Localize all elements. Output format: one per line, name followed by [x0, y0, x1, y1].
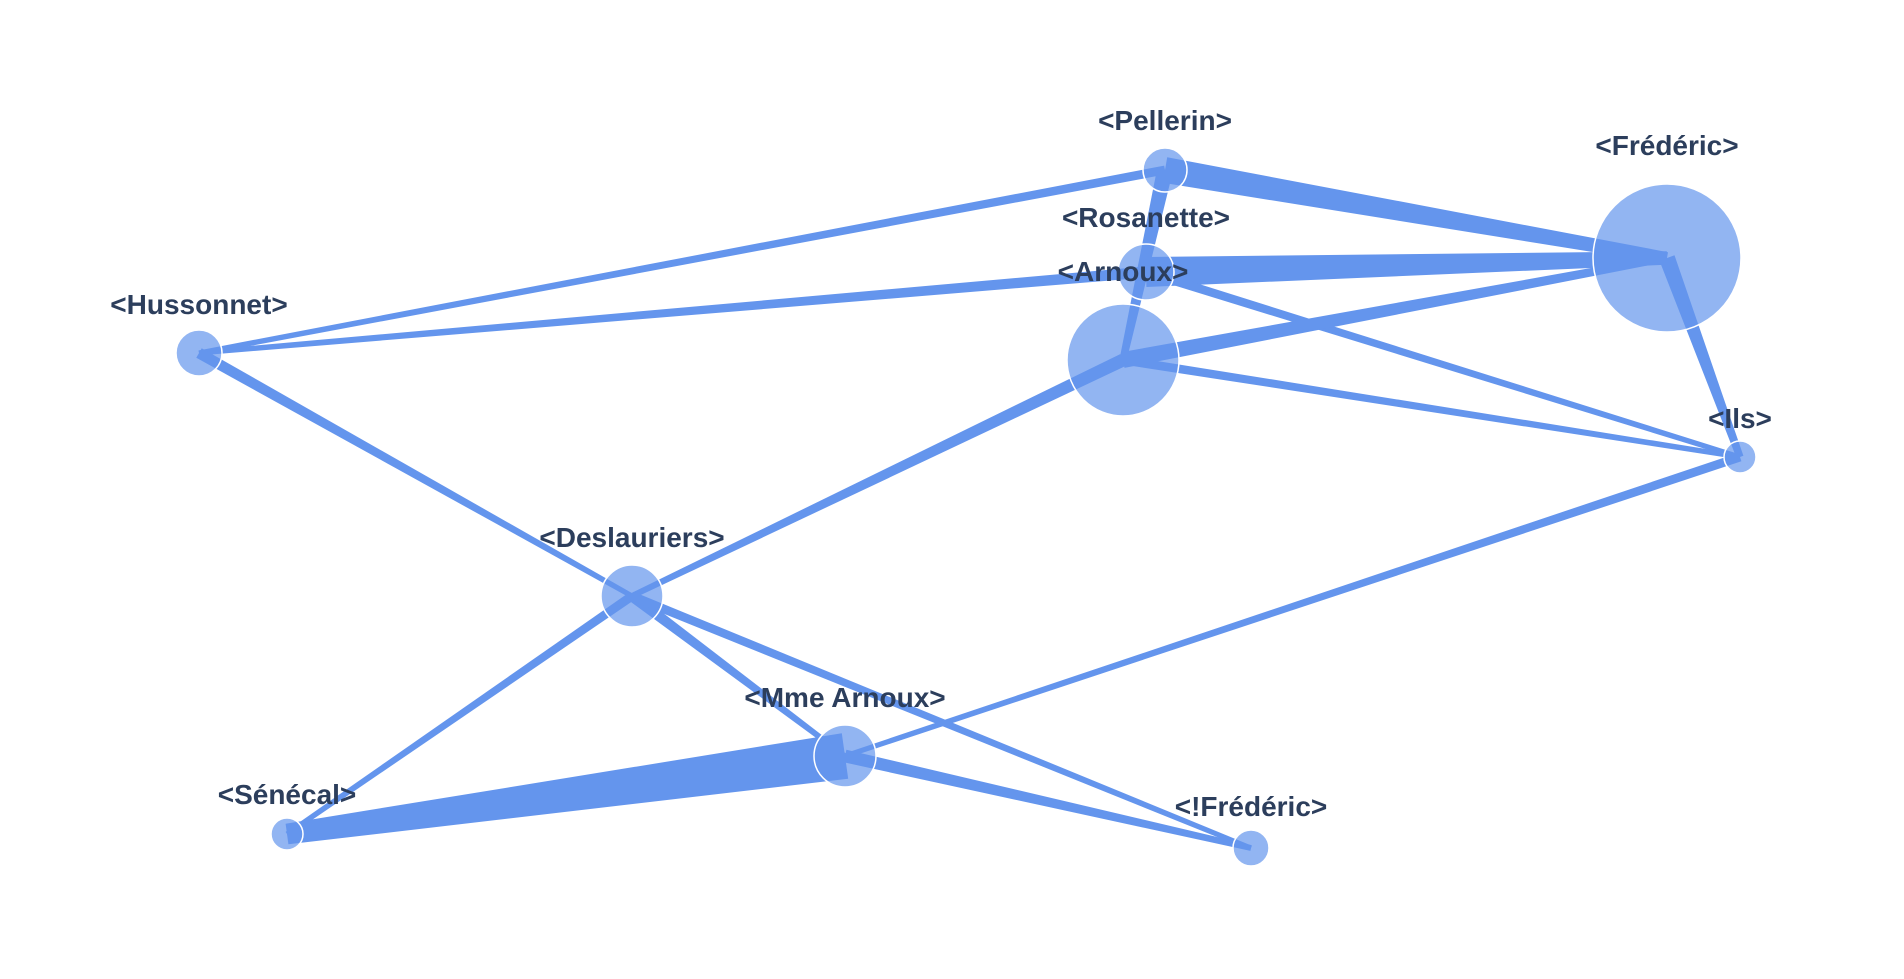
edge-pellerin-hussonnet	[198, 165, 1166, 356]
node-label-rosanette: <Rosanette>	[1062, 202, 1230, 233]
node-not_frederic[interactable]	[1232, 829, 1270, 867]
node-ils[interactable]	[1723, 440, 1757, 474]
edge-pellerin-frederic	[1162, 157, 1668, 264]
node-label-ils: <Ils>	[1708, 403, 1772, 434]
node-frederic[interactable]	[1592, 183, 1742, 333]
edge-deslauriers-senecal	[285, 592, 635, 837]
node-label-frederic: <Frédéric>	[1595, 130, 1738, 161]
node-pellerin[interactable]	[1142, 147, 1188, 193]
node-label-pellerin: <Pellerin>	[1098, 105, 1232, 136]
edge-rosanette-ils	[1144, 267, 1741, 460]
edge-arnoux-frederic	[1121, 254, 1668, 368]
node-label-deslauriers: <Deslauriers>	[539, 522, 724, 553]
node-label-mme_arnoux: <Mme Arnoux>	[744, 682, 945, 713]
edge-mme_arnoux-not_frederic	[843, 749, 1252, 851]
edge-mme_arnoux-senecal	[285, 733, 849, 845]
node-layer	[175, 147, 1757, 867]
node-hussonnet[interactable]	[175, 329, 223, 377]
node-mme_arnoux[interactable]	[813, 724, 877, 788]
edge-arnoux-deslauriers	[630, 354, 1126, 599]
edge-layer	[196, 157, 1744, 851]
node-deslauriers[interactable]	[600, 564, 664, 628]
node-senecal[interactable]	[270, 817, 304, 851]
node-label-arnoux: <Arnoux>	[1058, 256, 1189, 287]
node-label-hussonnet: <Hussonnet>	[110, 289, 287, 320]
node-arnoux[interactable]	[1066, 303, 1180, 417]
edge-hussonnet-deslauriers	[196, 348, 634, 599]
edge-arnoux-ils	[1122, 355, 1741, 460]
node-rosanette[interactable]	[1117, 243, 1175, 301]
edge-rosanette-hussonnet	[198, 266, 1147, 356]
edge-ils-mme_arnoux	[844, 452, 1742, 759]
edge-deslauriers-mme_arnoux	[628, 591, 847, 758]
node-label-senecal: <Sénécal>	[218, 779, 357, 810]
label-layer: <Pellerin> <Frédéric> <Rosanette> <Arnoux> <…	[110, 105, 1772, 822]
edge-rosanette-frederic	[1145, 251, 1668, 287]
node-label-not_frederic: <!Frédéric>	[1175, 791, 1328, 822]
